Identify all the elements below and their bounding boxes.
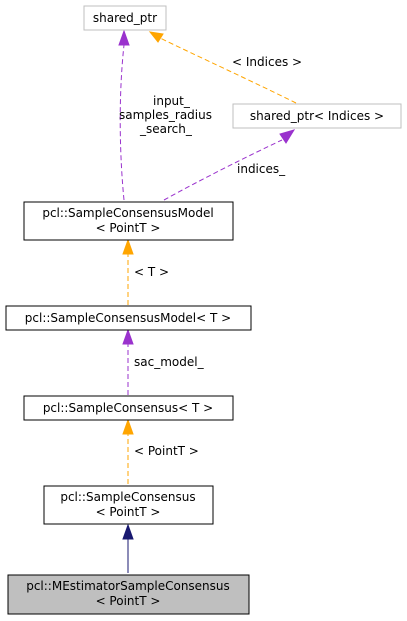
node-scm-pointt[interactable]: pcl::SampleConsensusModel < PointT > [23, 201, 234, 241]
edge-indices-template-arrow [148, 31, 164, 43]
edge-indices-template-line [159, 37, 297, 104]
edge-indices-member [163, 129, 296, 201]
edge-pointt-template-arrow [122, 418, 134, 435]
edge-label-t: < T > [134, 265, 169, 279]
edge-label-pointt: < PointT > [134, 444, 199, 458]
node-sc-t[interactable]: pcl::SampleConsensus< T > [23, 395, 234, 421]
node-msac-pointt-line2: < PointT > [96, 594, 161, 608]
node-sc-pointt-box [43, 485, 214, 525]
edge-indices-member-line [163, 139, 283, 201]
node-sc-t-box [23, 395, 234, 421]
node-msac-pointt-line1: pcl::MEstimatorSampleConsensus [26, 579, 230, 593]
edge-indices-template [148, 31, 297, 104]
node-shared-ptr[interactable]: shared_ptr [83, 5, 167, 31]
node-scm-pointt-line1: pcl::SampleConsensusModel [42, 206, 213, 220]
edge-t-template [122, 238, 134, 305]
edge-t-template-arrow [122, 238, 134, 255]
node-msac-pointt[interactable]: pcl::MEstimatorSampleConsensus < PointT … [7, 574, 250, 615]
node-shared-ptr-indices-box [232, 103, 402, 129]
edge-pointt-template [122, 418, 134, 484]
node-shared-ptr-indices[interactable]: shared_ptr< Indices > [232, 103, 402, 129]
node-shared-ptr-box [83, 5, 167, 31]
edge-indices-member-arrow [279, 129, 296, 144]
edge-label-indices: < Indices > [232, 55, 302, 69]
edge-input-members-arrow [118, 29, 130, 46]
node-scm-pointt-line2: < PointT > [96, 221, 161, 235]
edge-inheritance-arrow [122, 523, 134, 540]
node-scm-t-label: pcl::SampleConsensusModel< T > [25, 311, 231, 325]
node-sc-pointt-line2: < PointT > [96, 505, 161, 519]
node-sc-pointt-line1: pcl::SampleConsensus [60, 490, 195, 504]
node-scm-pointt-box [23, 201, 234, 241]
node-sc-t-label: pcl::SampleConsensus< T > [43, 401, 213, 415]
node-shared-ptr-label: shared_ptr [93, 11, 157, 25]
edge-label-input: input_ [153, 94, 191, 108]
edge-label-indices-member: indices_ [237, 162, 286, 176]
node-msac-pointt-box [7, 574, 250, 615]
edge-input-members-line [119, 44, 125, 201]
node-sc-pointt[interactable]: pcl::SampleConsensus < PointT > [43, 485, 214, 525]
edge-label-samples-radius: samples_radius [119, 108, 212, 122]
edge-sac-model-arrow [122, 328, 134, 345]
edge-inheritance [122, 523, 134, 573]
node-scm-t[interactable]: pcl::SampleConsensusModel< T > [5, 305, 252, 331]
node-scm-t-box [5, 305, 252, 331]
node-shared-ptr-indices-label: shared_ptr< Indices > [250, 109, 384, 123]
edge-label-search: _search_ [139, 122, 193, 136]
edge-label-sac-model: sac_model_ [134, 355, 205, 369]
edge-sac-model [122, 328, 134, 395]
edge-input-members [118, 29, 130, 201]
